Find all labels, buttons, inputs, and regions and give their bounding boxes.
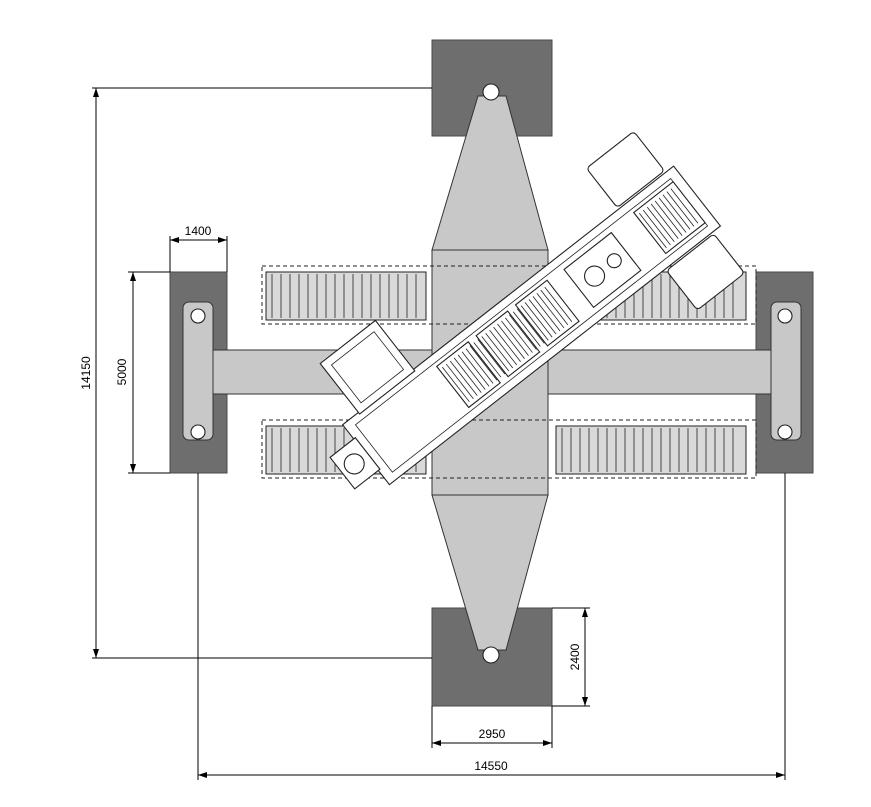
counterweight-right bbox=[667, 234, 744, 310]
dimension-side-pad-length: 5000 bbox=[115, 271, 170, 474]
boom-foot bbox=[329, 436, 381, 490]
label-side-pad-length: 5000 bbox=[115, 358, 129, 385]
pad-foot-icons bbox=[190, 83, 793, 664]
dimension-overall-width: 14550 bbox=[197, 473, 786, 780]
counterweight-left bbox=[587, 132, 664, 207]
label-pad-width-side: 1400 bbox=[185, 224, 212, 238]
label-pad-width-end: 2950 bbox=[479, 727, 506, 741]
label-pad-height-end: 2400 bbox=[568, 643, 582, 670]
engine bbox=[563, 231, 642, 309]
operator-cab bbox=[319, 319, 416, 415]
dimension-pad-height-end: 2400 bbox=[552, 607, 590, 707]
label-overall-length: 14150 bbox=[79, 356, 93, 390]
dimension-pad-width-side: 1400 bbox=[169, 224, 228, 272]
label-overall-width: 14550 bbox=[474, 759, 508, 773]
superstructure bbox=[319, 132, 744, 490]
dimension-overall-length: 14150 bbox=[79, 87, 432, 659]
outrigger-arm-left bbox=[182, 301, 214, 441]
dimension-pad-width-end: 2950 bbox=[431, 706, 553, 748]
winch-drums bbox=[435, 279, 580, 409]
outrigger-arm-right bbox=[770, 301, 802, 441]
rear-module bbox=[632, 180, 706, 255]
